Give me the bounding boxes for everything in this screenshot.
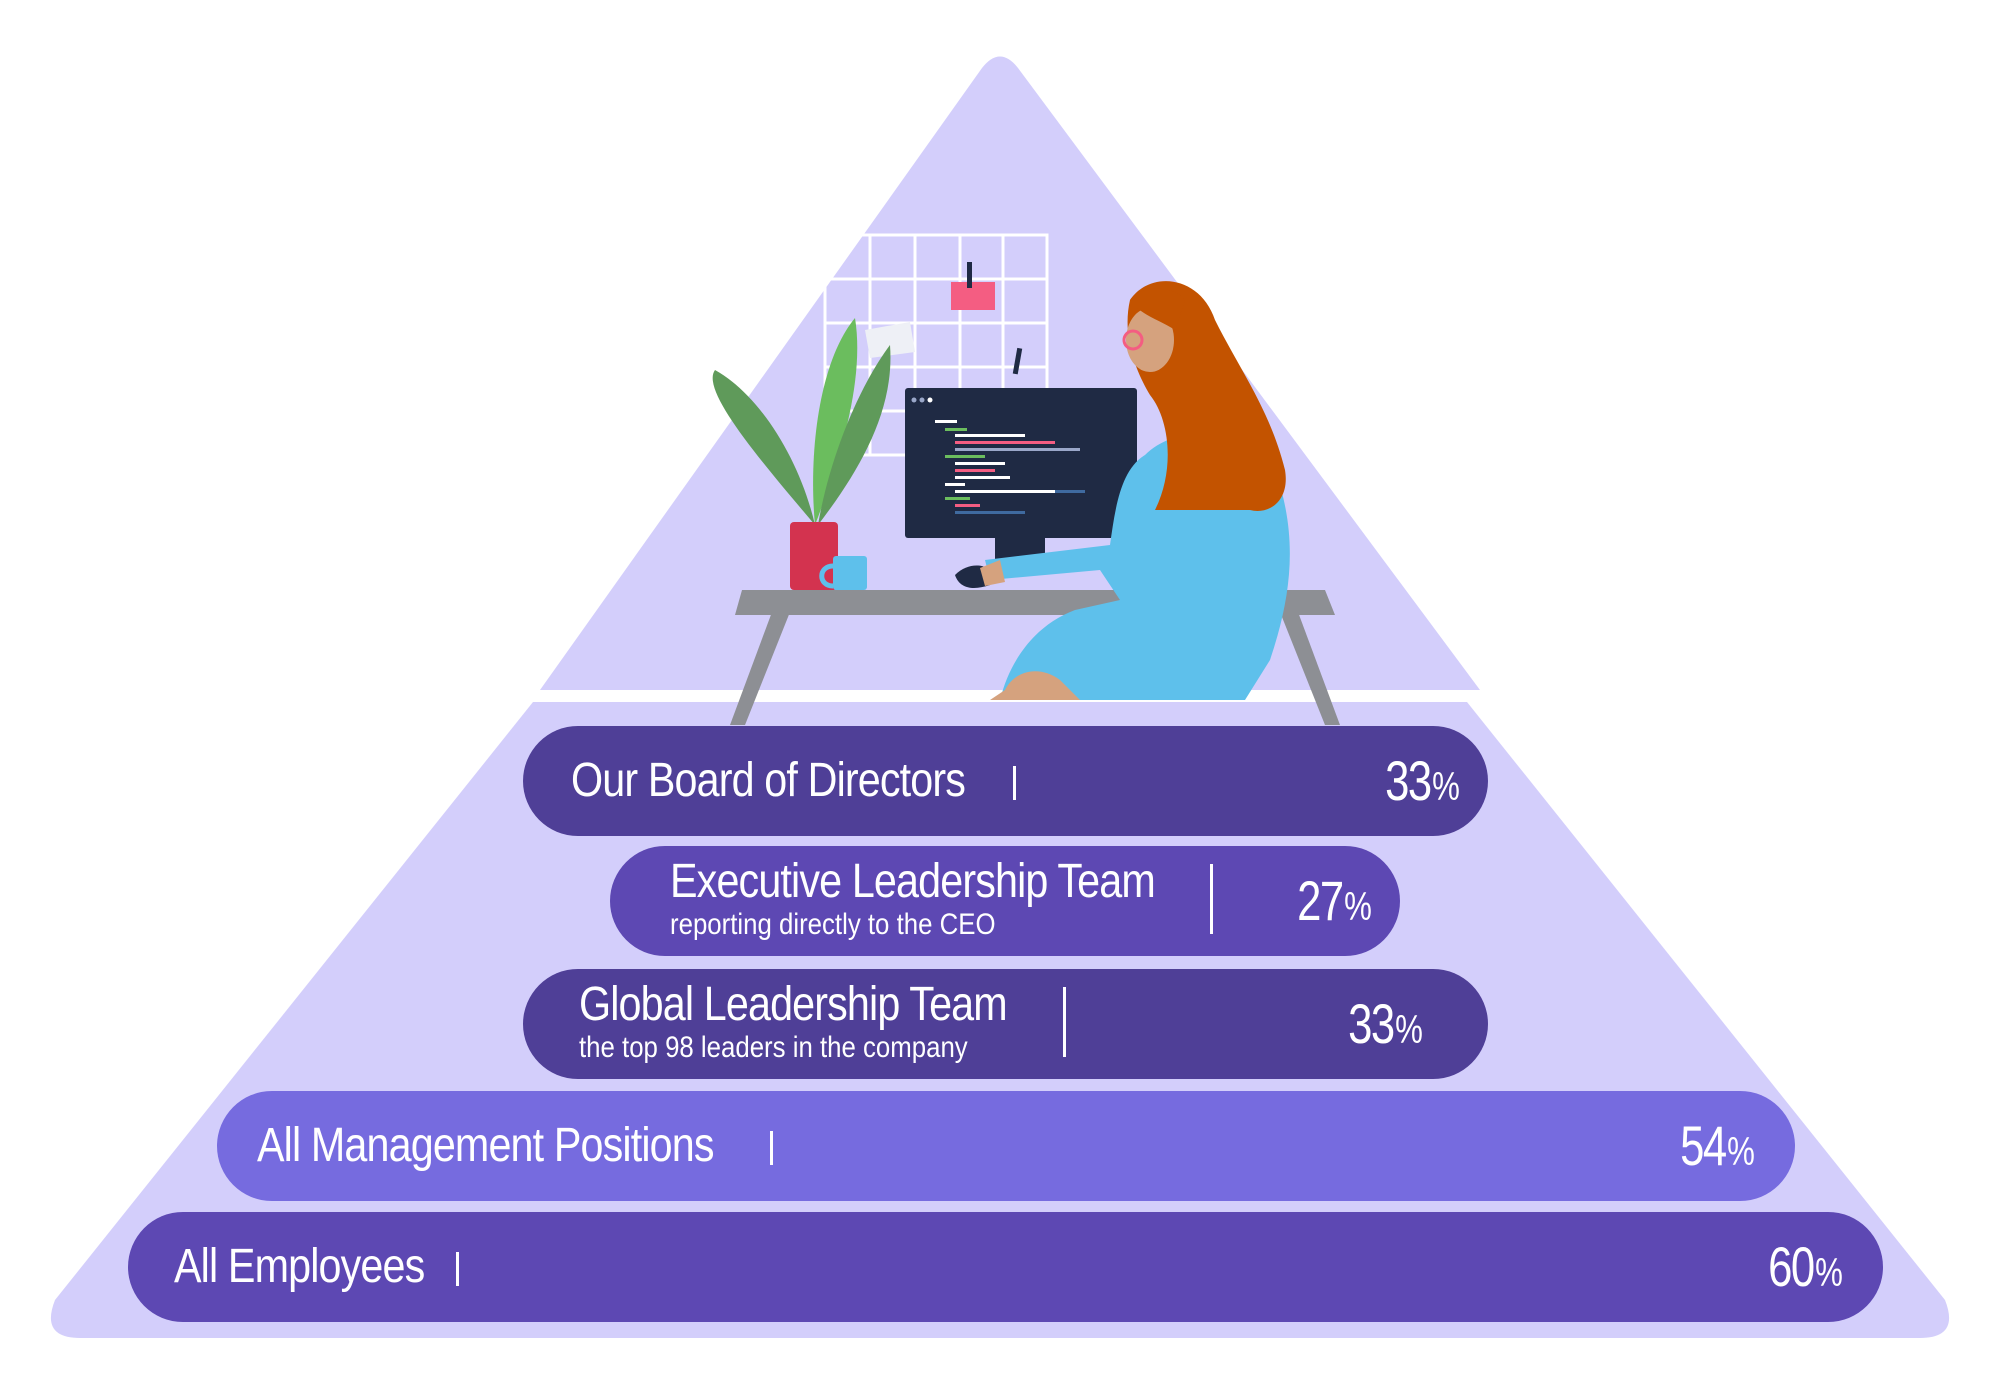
tier-separator [1013, 766, 1016, 800]
tier-percentage: 27% [1297, 869, 1372, 932]
person-icon [955, 281, 1290, 700]
tier-percentage: 60% [1768, 1235, 1843, 1298]
tier-title: Our Board of Directors [571, 754, 966, 807]
tier-title: Executive Leadership Team [670, 855, 1156, 908]
tier-title: All Management Positions [257, 1119, 714, 1172]
tier-percentage: 33% [1348, 992, 1423, 1055]
tier-title: All Employees [174, 1240, 425, 1293]
tier-board-of-directors: Our Board of Directors 33% [523, 726, 1488, 836]
paper-note-icon [865, 322, 915, 358]
tier-title: Global Leadership Team [579, 978, 1008, 1031]
tier-subtitle: reporting directly to the CEO [670, 908, 996, 941]
monitor-icon [905, 388, 1137, 570]
tier-percentage: 33% [1385, 749, 1460, 812]
tier-separator [1210, 864, 1213, 934]
tier-separator [456, 1252, 459, 1286]
tier-separator [770, 1131, 773, 1165]
mug-icon [819, 556, 867, 590]
tier-all-management-positions: All Management Positions 54% [217, 1091, 1795, 1201]
pin-icon [1012, 347, 1023, 375]
plant-icon [712, 318, 891, 590]
tier-global-leadership-team: Global Leadership Team the top 98 leader… [523, 969, 1488, 1079]
sticky-note-icon [951, 282, 995, 310]
tier-separator [1063, 987, 1066, 1057]
tier-executive-leadership-team: Executive Leadership Team reporting dire… [610, 846, 1400, 956]
tier-subtitle: the top 98 leaders in the company [579, 1031, 968, 1064]
tier-percentage: 54% [1680, 1114, 1755, 1177]
pin-icon [967, 262, 972, 288]
tier-all-employees: All Employees 60% [128, 1212, 1883, 1322]
